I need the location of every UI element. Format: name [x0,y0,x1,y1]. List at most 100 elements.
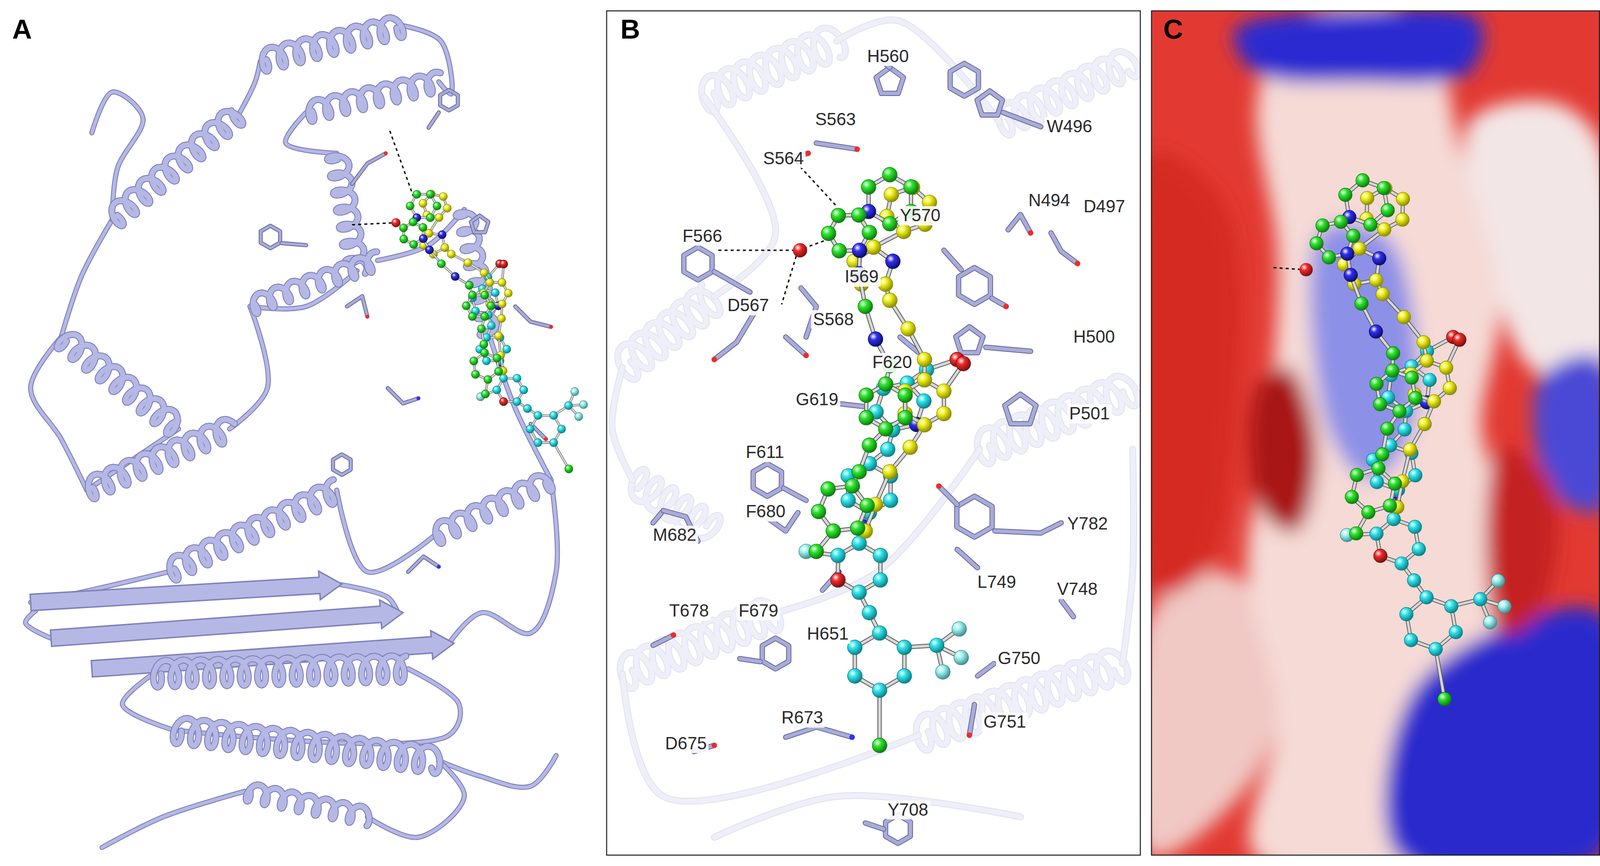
residue-atom [1003,303,1010,310]
ligand-atom [480,348,489,357]
residue-stick [836,403,864,407]
coil-loop [377,209,465,261]
beta-strand [30,571,343,611]
helix-ribbon [620,600,781,689]
ligand-atom [936,383,952,399]
hydrogen-bond [390,130,414,197]
residue-stick [985,347,1031,352]
helix-ribbon [262,17,404,72]
ligand-atom [1345,489,1359,504]
coil-loop [61,219,112,337]
ligand-atom [399,234,408,243]
residue-label: S564 [761,149,806,169]
coil-loop [489,336,551,480]
residue-stick [969,704,975,735]
panel-c-surface [1151,10,1600,856]
ligand-atom [1428,642,1443,656]
coil-loop [25,610,51,638]
ligand-atom [858,298,873,314]
ligand-atom [1372,251,1386,265]
residue-stick [351,153,386,184]
ligand-atom [405,201,414,210]
residue-atom [1074,260,1081,267]
ligand-atom [861,604,877,620]
residue-stick [440,89,459,111]
ligand-atom [533,411,542,420]
ligand-atom [1407,573,1421,588]
ligand-atom [579,400,588,409]
ligand-atom [1388,476,1402,491]
water-oxygen [1299,262,1313,277]
ligand-bond [877,690,882,746]
ligand-atom [1408,390,1423,405]
residue-stick [408,556,439,572]
ligand-atom [1396,191,1410,206]
ligand-atom [882,292,898,308]
ligand-atom [867,331,883,347]
coil-loop [1122,449,1134,664]
ligand-atom [1386,512,1401,526]
residue-stick [1008,214,1031,233]
ligand-atom [1340,246,1355,261]
ligand-atom [1473,592,1488,606]
ligand-atom [826,523,841,539]
residue-stick [428,112,439,128]
residue-stick [740,658,761,662]
ligand-atom [512,374,521,383]
helix-ribbon [111,110,244,226]
ligand-atom [1395,212,1410,227]
ligand-atom [557,424,566,433]
ligand-atom [882,167,898,183]
ligand-atom [471,370,480,379]
ligand-atom [1439,360,1454,375]
ligand-atom [512,397,521,406]
ligand-atom [465,280,474,289]
ligand-atom [820,481,836,496]
ligand-atom [1360,191,1375,206]
residue-stick [977,90,1003,115]
residue-stick [956,495,993,537]
residue-label: L749 [975,572,1019,592]
residue-stick [816,143,858,150]
ligand-atom [1417,417,1432,431]
residue-stick [408,556,439,572]
positive-patch [1309,223,1418,480]
water-oxygen [792,243,807,258]
ligand-atom [1397,310,1411,324]
residue-stick [785,336,806,356]
ligand-atom [831,243,847,258]
ligand-atom [468,312,477,321]
ligand-atom [935,664,951,679]
helix-ribbon [701,27,845,112]
ligand-atom [499,259,508,268]
ligand-atom [1380,203,1395,217]
residue-stick [995,522,1062,534]
residue-label: P501 [1067,404,1112,424]
coil-loop [775,449,980,613]
ligand-pose [1309,173,1423,541]
ligand-bond [1435,648,1445,699]
ligand-atom [1416,335,1431,350]
residue-stick [958,267,991,305]
residue-stick [958,267,991,305]
ligand-atom [533,438,542,447]
residue-stick [714,311,756,360]
residue-label: H500 [1071,327,1117,347]
coil-loop [239,61,261,112]
positive-patch [1384,607,1600,856]
residue-atom [849,734,855,741]
ligand-atom [897,668,912,684]
residue-label: D567 [725,295,771,316]
ligand-atom [830,548,846,563]
ligand-atom [443,204,452,213]
coil-loop [229,306,269,429]
residue-label: I569 [843,267,881,287]
ligand-atom [549,438,558,447]
ligand-atom [499,374,508,383]
ligand-atom [917,417,932,432]
residue-label: H560 [865,47,911,67]
residue-label: T678 [667,601,711,621]
ligand-atom [485,278,494,287]
ligand-atom [482,356,491,365]
ligand-atom [872,682,887,698]
